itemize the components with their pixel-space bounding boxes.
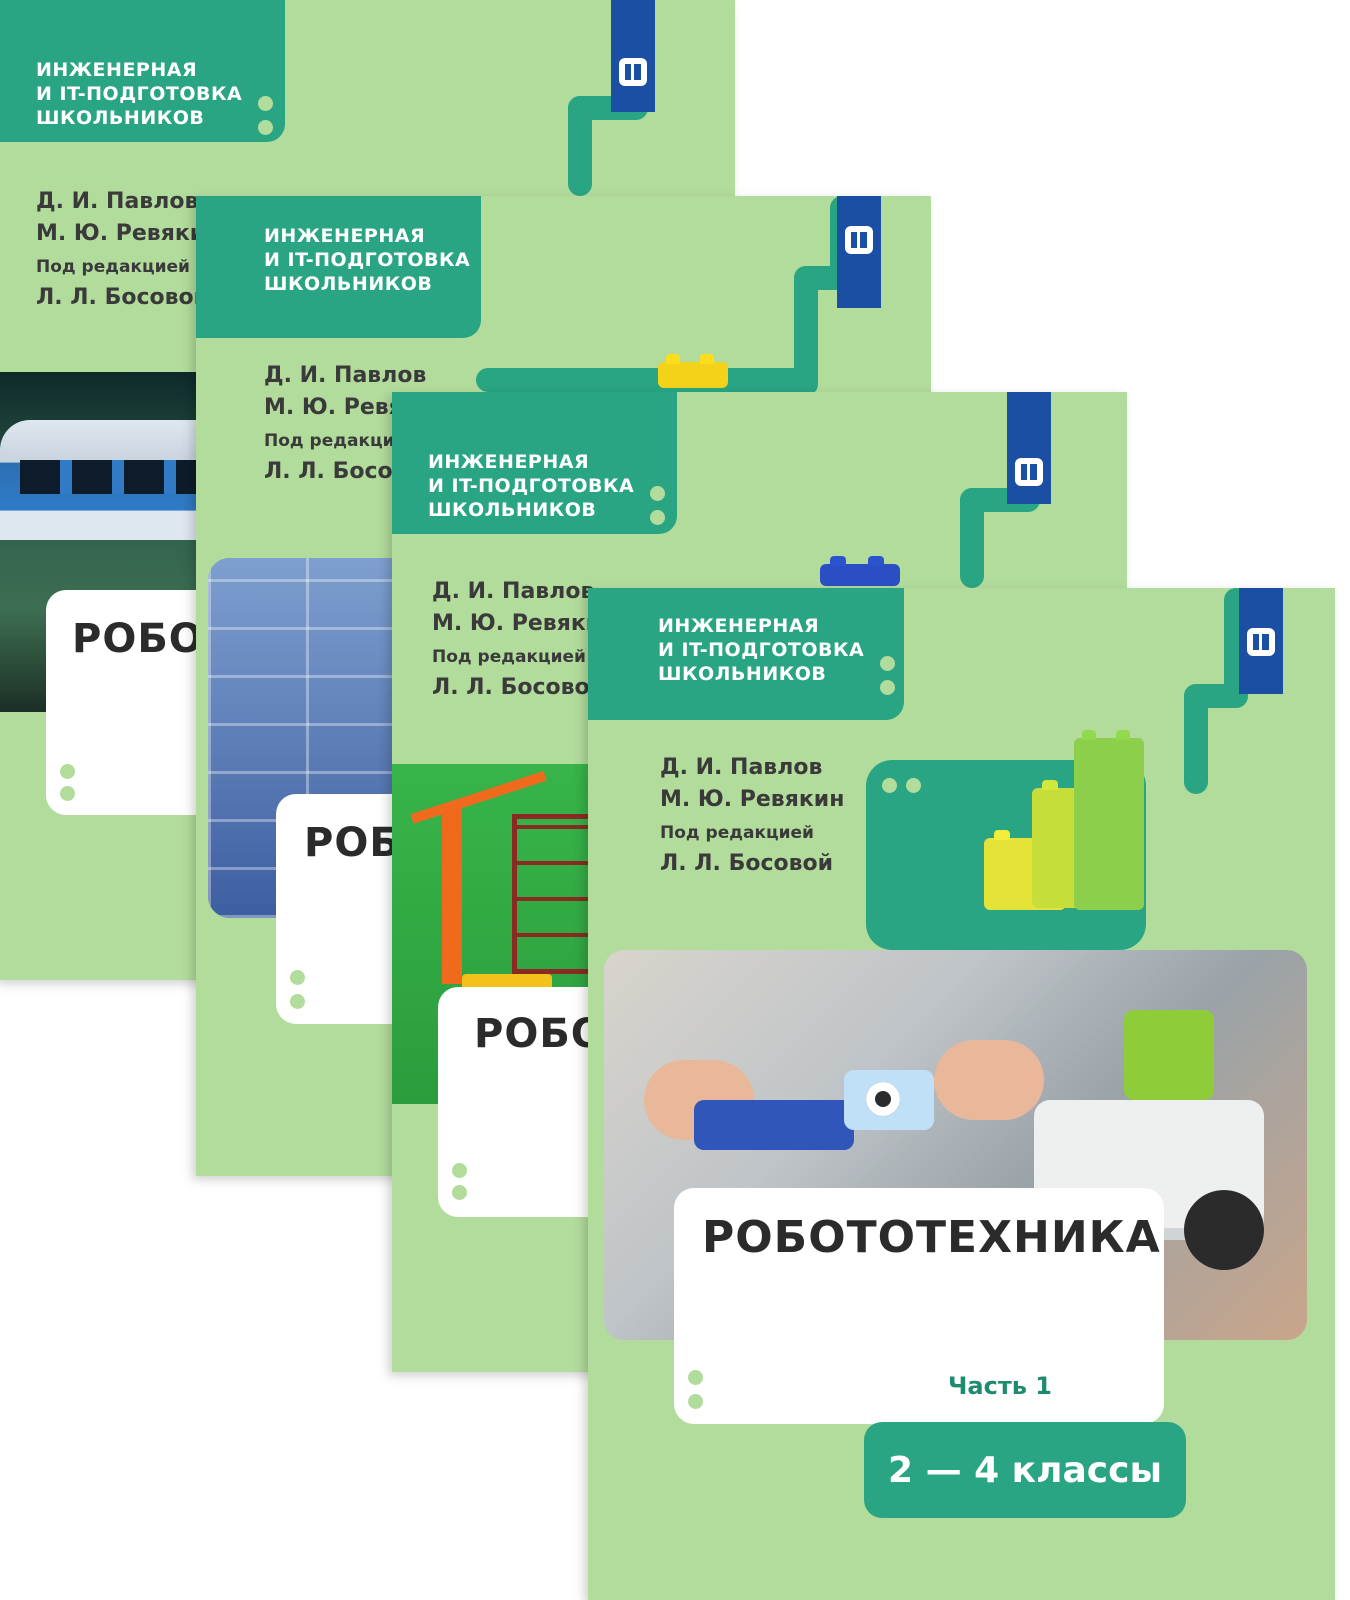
dot-icon xyxy=(880,680,895,695)
series-line-1: ИНЖЕНЕРНАЯ xyxy=(658,615,820,637)
series-line-3: ШКОЛЬНИКОВ xyxy=(264,273,433,295)
book-title: РОБО xyxy=(474,1011,606,1057)
series-title: ИНЖЕНЕРНАЯ И IT-ПОДГОТОВКА ШКОЛЬНИКОВ xyxy=(428,450,634,522)
series-band: ИНЖЕНЕРНАЯ И IT-ПОДГОТОВКА ШКОЛЬНИКОВ xyxy=(196,196,499,338)
author-name: М. Ю. Ревякин xyxy=(660,787,845,812)
series-title: ИНЖЕНЕРНАЯ И IT-ПОДГОТОВКА ШКОЛЬНИКОВ xyxy=(264,224,470,296)
dot-icon xyxy=(258,120,273,135)
edited-by-label: Под редакцией xyxy=(36,257,190,277)
author-name: Д. И. Павлов xyxy=(264,363,427,388)
dot-icon xyxy=(650,486,665,501)
lego-car-image xyxy=(694,1100,854,1150)
crane-image xyxy=(442,804,462,984)
series-line-1: ИНЖЕНЕРНАЯ xyxy=(36,59,198,81)
book-title: РОБОТОТЕХНИКА xyxy=(702,1212,1161,1263)
author-name: М. Ю. Ревя xyxy=(264,395,403,420)
dot-icon xyxy=(290,994,305,1009)
lego-brick xyxy=(820,564,900,586)
edited-by-label: Под редакцией xyxy=(432,647,586,667)
publisher-logo-icon xyxy=(619,58,647,86)
editor-name: Л. Л. Босовой xyxy=(432,675,606,700)
series-title: ИНЖЕНЕРНАЯ И IT-ПОДГОТОВКА ШКОЛЬНИКОВ xyxy=(658,614,864,686)
lego-brick xyxy=(658,362,728,388)
dot-icon xyxy=(452,1185,467,1200)
publisher-logo xyxy=(611,0,655,112)
book-title: РОБ xyxy=(304,820,401,866)
publisher-logo-icon xyxy=(1247,628,1275,656)
editor-name: Л. Л. Босовой xyxy=(660,851,834,876)
robot-eye-image xyxy=(844,1070,934,1130)
publisher-logo xyxy=(1239,588,1283,694)
hand-image xyxy=(934,1040,1044,1120)
series-line-2: И IT-ПОДГОТОВКА xyxy=(428,475,635,497)
dot-icon xyxy=(452,1163,467,1178)
authors-block: Д. И. Павлов М. Ю. Ревя Под редакци Л. Л… xyxy=(264,360,426,488)
series-title: ИНЖЕНЕРНАЯ И IT-ПОДГОТОВКА ШКОЛЬНИКОВ xyxy=(36,58,242,130)
edited-by-label: Под редакцией xyxy=(660,823,814,843)
dot-icon xyxy=(688,1394,703,1409)
series-line-2: И IT-ПОДГОТОВКА xyxy=(658,639,865,661)
editor-name: Л. Л. Босов xyxy=(264,459,407,484)
author-name: М. Ю. Ревяки xyxy=(432,611,602,636)
series-band: ИНЖЕНЕРНАЯ И IT-ПОДГОТОВКА ШКОЛЬНИКОВ xyxy=(392,392,677,534)
dot-icon xyxy=(650,510,665,525)
authors-block: Д. И. Павлов М. Ю. Ревякин Под редакцией… xyxy=(660,752,844,880)
dot-icon xyxy=(906,778,921,793)
dot-icon xyxy=(484,290,499,305)
publisher-logo-icon xyxy=(845,226,873,254)
book-part: Часть 1 xyxy=(948,1372,1052,1400)
dot-icon xyxy=(258,96,273,111)
series-line-3: ШКОЛЬНИКОВ xyxy=(658,663,827,685)
series-line-1: ИНЖЕНЕРНАЯ xyxy=(428,451,590,473)
lego-brick xyxy=(1074,738,1144,910)
dot-icon xyxy=(880,656,895,671)
authors-block: Д. И. Павлов М. Ю. Ревяки Под редакцией … xyxy=(432,576,605,704)
dot-icon xyxy=(484,266,499,281)
wheel-image xyxy=(1184,1190,1264,1270)
series-line-3: ШКОЛЬНИКОВ xyxy=(428,499,597,521)
author-name: Д. И. Павлов xyxy=(660,755,823,780)
dot-icon xyxy=(60,786,75,801)
publisher-logo-icon xyxy=(1015,458,1043,486)
dot-icon xyxy=(60,764,75,779)
edited-by-label: Под редакци xyxy=(264,431,395,451)
grades-badge: 2 — 4 классы xyxy=(864,1422,1186,1518)
title-card: РОБОТОТЕХНИКА Часть 1 xyxy=(674,1188,1164,1424)
dot-icon xyxy=(290,970,305,985)
dot-icon xyxy=(688,1370,703,1385)
publisher-logo xyxy=(1007,392,1051,504)
editor-name: Л. Л. Босовой xyxy=(36,285,210,310)
publisher-logo xyxy=(837,196,881,308)
series-line-3: ШКОЛЬНИКОВ xyxy=(36,107,205,129)
robot-image xyxy=(1124,1010,1214,1100)
dot-icon xyxy=(882,778,897,793)
author-name: Д. И. Павлов xyxy=(432,579,595,604)
series-band: ИНЖЕНЕРНАЯ И IT-ПОДГОТОВКА ШКОЛЬНИКОВ xyxy=(0,0,285,142)
book-cover-4[interactable]: ИНЖЕНЕРНАЯ И IT-ПОДГОТОВКА ШКОЛЬНИКОВ Д.… xyxy=(588,588,1335,1600)
series-line-2: И IT-ПОДГОТОВКА xyxy=(264,249,471,271)
authors-block: Д. И. Павлов М. Ю. Ревяки Под редакцией … xyxy=(36,186,209,314)
author-name: Д. И. Павлов xyxy=(36,189,199,214)
decor-pipe xyxy=(476,368,816,392)
series-line-1: ИНЖЕНЕРНАЯ xyxy=(264,225,426,247)
book-title: РОБО xyxy=(72,616,204,662)
series-band: ИНЖЕНЕРНАЯ И IT-ПОДГОТОВКА ШКОЛЬНИКОВ xyxy=(588,588,904,720)
series-line-2: И IT-ПОДГОТОВКА xyxy=(36,83,243,105)
author-name: М. Ю. Ревяки xyxy=(36,221,206,246)
